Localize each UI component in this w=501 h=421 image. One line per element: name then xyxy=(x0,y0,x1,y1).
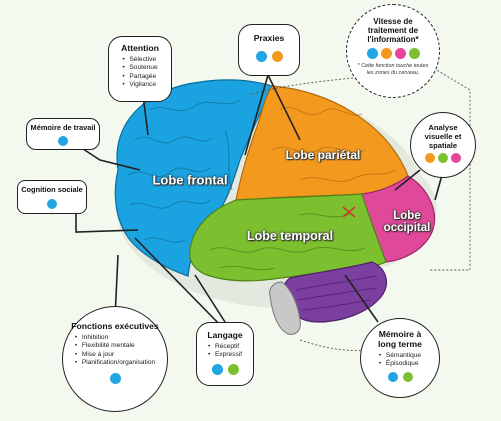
blue-dot xyxy=(47,199,57,209)
attention-callout: Attention Sélective Soutenue Partagée Vi… xyxy=(108,36,172,102)
list-item: Partagée xyxy=(122,73,157,82)
langage-list: Réceptif Expressif xyxy=(208,343,242,360)
brain-stem-shape xyxy=(269,281,301,335)
parietal-gyri xyxy=(271,107,396,182)
list-item: Planification/organisation xyxy=(75,359,155,368)
green-dot xyxy=(438,153,448,163)
temporal-lobe-label: Lobe temporal xyxy=(246,229,334,243)
fonctions-executives-callout: Fonctions exécutives Inhibition Flexibil… xyxy=(62,306,168,412)
praxies-dots xyxy=(239,51,299,62)
green-dot xyxy=(402,372,413,383)
list-item: Mise à jour xyxy=(75,351,155,360)
parietal-lobe-label: Lobe pariétal xyxy=(285,148,361,162)
memoire-travail-title: Mémoire de travail xyxy=(30,123,96,132)
cognition-sociale-title: Cognition sociale xyxy=(21,185,83,194)
list-item: Inhibition xyxy=(75,334,155,343)
analyse-visuelle-dots xyxy=(411,153,475,163)
list-item: Vigilance xyxy=(122,81,157,90)
praxies-title: Praxies xyxy=(253,33,285,43)
frontal-lobe-label: Lobe frontal xyxy=(152,172,228,188)
blue-dot xyxy=(211,364,223,376)
memoire-travail-callout: Mémoire de travail xyxy=(26,118,100,150)
list-item: Flexibilité mentale xyxy=(75,342,155,351)
attention-title: Attention xyxy=(121,43,159,53)
blue-dot xyxy=(58,136,68,146)
list-item: Soutenue xyxy=(122,64,157,73)
blue-dot xyxy=(366,48,378,59)
vitesse-dots xyxy=(355,48,431,59)
orange-dot xyxy=(425,153,435,163)
green-dot xyxy=(227,364,239,376)
orange-dot xyxy=(380,48,392,59)
list-item: Sémantique xyxy=(379,352,421,361)
langage-callout: Langage Réceptif Expressif xyxy=(196,322,254,386)
pink-dot xyxy=(451,153,461,163)
langage-title: Langage xyxy=(207,330,243,340)
memoire-travail-dots xyxy=(27,136,99,146)
vitesse-callout: Vitesse de traitement de l'information* … xyxy=(346,4,440,98)
memoire-long-terme-callout: Mémoire à long terme Sémantique Épisodiq… xyxy=(360,318,440,398)
blue-dot xyxy=(255,51,267,62)
cognition-sociale-dots xyxy=(18,199,86,209)
analyse-visuelle-callout: Analyse visuelle et spatiale xyxy=(410,112,476,178)
green-dot xyxy=(408,48,420,59)
list-item: Sélective xyxy=(122,56,157,65)
analyse-visuelle-title: Analyse visuelle et spatiale xyxy=(424,123,462,150)
fonctions-executives-title: Fonctions exécutives xyxy=(71,321,159,331)
connector-lines xyxy=(75,74,443,331)
occipital-lobe-label: Lobe occipital xyxy=(383,210,431,234)
cognition-sociale-callout: Cognition sociale xyxy=(17,180,87,214)
vitesse-title: Vitesse de traitement de l'information* xyxy=(367,17,419,44)
frontal-lobe-shape xyxy=(114,79,273,277)
langage-dots xyxy=(197,364,253,376)
list-item: Expressif xyxy=(208,351,242,360)
praxies-callout: Praxies xyxy=(238,24,300,76)
list-item: Réceptif xyxy=(208,343,242,352)
orange-dot xyxy=(271,51,283,62)
list-item: Épisodique xyxy=(379,360,421,369)
blue-dot xyxy=(387,372,398,383)
fonctions-executives-dots xyxy=(63,373,167,385)
vitesse-note: * Cette fonction touche toutes les zones… xyxy=(357,63,429,76)
memoire-long-terme-list: Sémantique Épisodique xyxy=(379,352,421,369)
memoire-long-terme-dots xyxy=(361,372,439,383)
attention-list: Sélective Soutenue Partagée Vigilance xyxy=(122,56,157,90)
memoire-long-terme-title: Mémoire à long terme xyxy=(378,329,422,349)
blue-dot xyxy=(109,373,121,385)
cross-mark xyxy=(342,206,356,218)
pink-dot xyxy=(394,48,406,59)
fonctions-executives-list: Inhibition Flexibilité mentale Mise à jo… xyxy=(75,334,155,368)
frontal-gyri xyxy=(127,99,241,243)
